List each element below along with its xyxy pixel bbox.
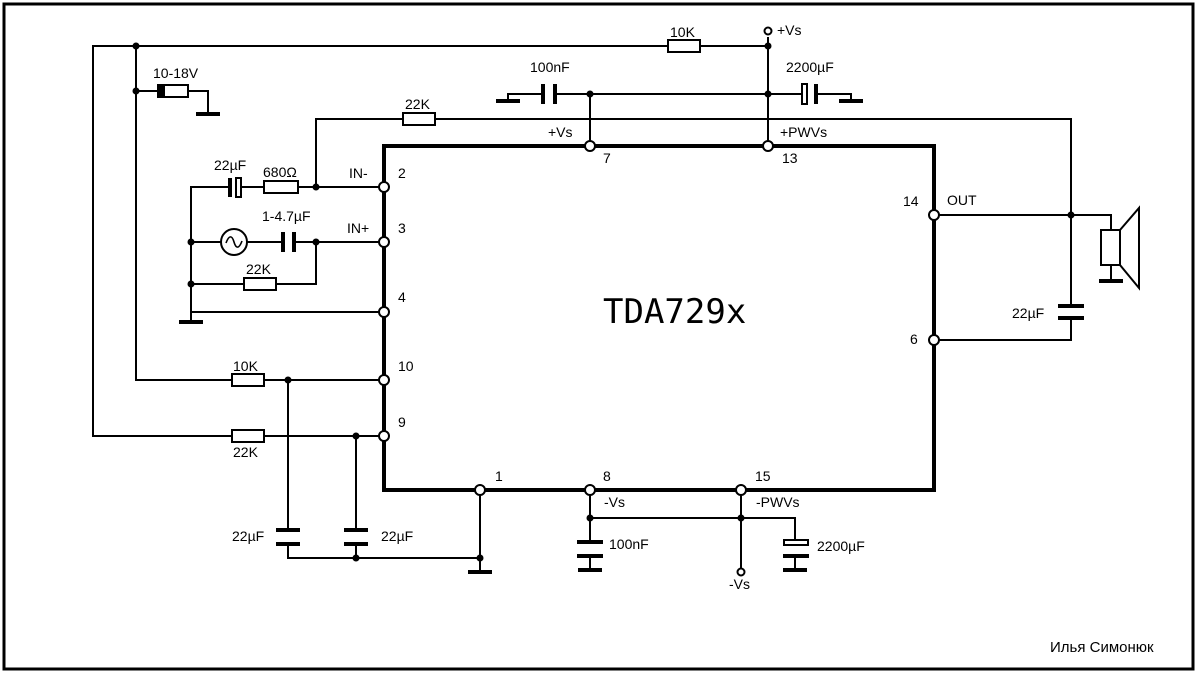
resistor-bias-22k (243, 277, 277, 291)
junction-dots (132, 42, 1075, 562)
label-pin10-10k: 10K (233, 358, 259, 374)
chip-label: TDA729x (603, 292, 746, 332)
label-bootstrap-22uf: 22µF (1012, 305, 1044, 321)
label-top-100nf: 100nF (530, 59, 570, 75)
diode-10-18v (157, 84, 189, 98)
terminal-plus-vs (763, 26, 773, 36)
capacitor-bottom-2200uf (783, 539, 809, 558)
label-pin7-name: +Vs (548, 124, 573, 140)
label-bottom-100nf: 100nF (609, 536, 649, 552)
label-left-22uf: 22µF (232, 528, 264, 544)
ground-symbols (179, 99, 1123, 574)
pin-number-9: 9 (398, 414, 406, 430)
pin-number-7: 7 (603, 150, 611, 166)
capacitor-in-22uf (228, 177, 242, 198)
pin-number-10: 10 (398, 358, 414, 374)
resistor-top-10k (667, 39, 701, 53)
pin-number-6: 6 (910, 331, 918, 347)
capacitor-bootstrap-22uf (1058, 304, 1084, 320)
label-top-2200uf: 2200µF (786, 59, 834, 75)
pin-number-14: 14 (903, 193, 919, 209)
label-bottom-2200uf: 2200µF (817, 538, 865, 554)
label-in-minus: IN- (349, 165, 368, 181)
capacitor-left-22uf (276, 528, 300, 546)
capacitor-inplus (281, 232, 296, 252)
speaker-icon (1100, 205, 1140, 291)
label-feedback-22k: 22K (405, 96, 431, 112)
capacitor-bottom-100nf (577, 540, 603, 558)
resistor-in-680 (263, 180, 299, 194)
label-in-22uf: 22µF (214, 157, 246, 173)
pin-number-13: 13 (782, 150, 798, 166)
label-top-10k: 10K (670, 24, 696, 40)
pin-number-4: 4 (398, 289, 406, 305)
capacitor-right-22uf (344, 528, 368, 546)
label-minus-vs: -Vs (729, 576, 750, 592)
label-inplus-cap: 1-4.7µF (262, 208, 311, 224)
pin-number-2: 2 (398, 165, 406, 181)
label-pin15-name: -PWVs (756, 494, 800, 510)
resistor-pin9-22k (231, 429, 265, 443)
label-in-plus: IN+ (347, 220, 369, 236)
label-plus-vs: +Vs (777, 22, 802, 38)
pin-number-15: 15 (755, 468, 771, 484)
capacitor-top-100nf (541, 84, 557, 104)
pin-number-8: 8 (603, 468, 611, 484)
resistor-feedback-22k (402, 112, 436, 126)
pin-number-1: 1 (495, 468, 503, 484)
label-pin9-22k: 22K (233, 444, 259, 460)
capacitor-top-2200uf (801, 83, 818, 105)
text-labels: +Vs 10K 10-18V 100nF 2200µF 22K +Vs +PWV… (153, 22, 1154, 656)
label-pin8-name: -Vs (604, 494, 625, 510)
label-bias-22k: 22K (246, 261, 272, 277)
pin-number-3: 3 (398, 220, 406, 236)
ic-pins (378, 140, 940, 496)
terminal-minus-vs (736, 567, 746, 577)
signal-source-icon (220, 228, 248, 256)
resistor-pin10-10k (231, 373, 265, 387)
label-pin13-name: +PWVs (780, 124, 827, 140)
author-signature: Илья Симонюк (1050, 639, 1154, 656)
label-10-18v: 10-18V (153, 65, 199, 81)
label-right-22uf: 22µF (381, 528, 413, 544)
label-out: OUT (947, 192, 977, 208)
label-680: 680Ω (263, 164, 297, 180)
